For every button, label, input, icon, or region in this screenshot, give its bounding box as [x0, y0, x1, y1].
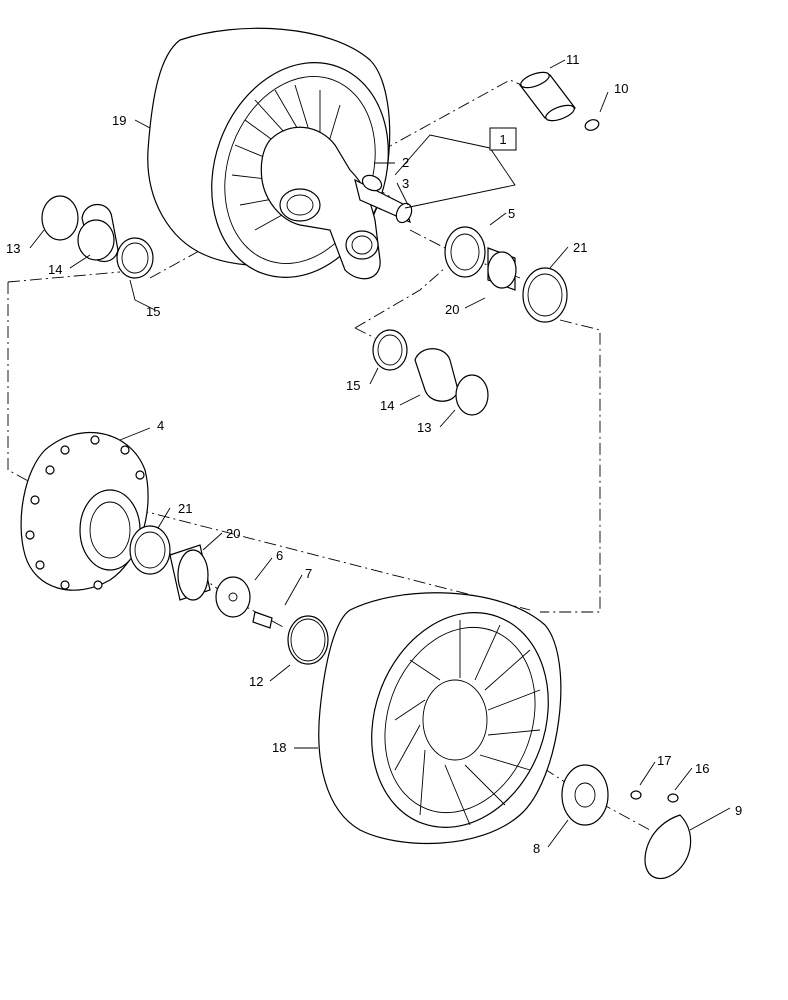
callout-box-1 [489, 127, 517, 151]
middle-bushing-group [372, 329, 489, 416]
leader-lines [29, 59, 731, 848]
axle-arm [260, 126, 413, 280]
snap-ring-9 [644, 814, 692, 880]
callout-5: 5 [508, 206, 515, 221]
plug-16 [667, 793, 679, 803]
o-ring-10 [584, 119, 600, 131]
callout-20-low: 20 [226, 526, 240, 541]
callout-1: 1 [499, 132, 506, 147]
callout-3: 3 [402, 176, 409, 191]
callout-21-low: 21 [178, 501, 192, 516]
callout-15-top: 15 [146, 304, 160, 319]
hub-4 [20, 432, 149, 591]
callout-14-top: 14 [48, 262, 62, 277]
callout-9: 9 [735, 803, 742, 818]
callout-6: 6 [276, 548, 283, 563]
callout-21-top: 21 [573, 240, 587, 255]
callout-18: 18 [272, 740, 286, 755]
callout-16: 16 [695, 761, 709, 776]
callout-11: 11 [566, 52, 580, 67]
callout-19: 19 [112, 113, 126, 128]
left-bushing-group [41, 195, 154, 279]
lower-bearing-group [129, 525, 329, 665]
callout-2: 2 [402, 155, 409, 170]
callout-12: 12 [249, 674, 263, 689]
callout-15-mid: 15 [346, 378, 360, 393]
callout-10: 10 [614, 81, 628, 96]
right-bearing-group [444, 226, 568, 323]
cap-8 [561, 764, 609, 826]
pin-11 [519, 71, 576, 122]
lower-wheel-spokes [394, 620, 541, 826]
callout-13-top: 13 [6, 241, 20, 256]
lower-wheel [318, 592, 562, 845]
plug-17 [630, 790, 642, 800]
callout-8: 8 [533, 841, 540, 856]
callout-7: 7 [305, 566, 312, 581]
callout-17: 17 [657, 753, 671, 768]
callout-14-mid: 14 [380, 398, 394, 413]
callout-13-mid: 13 [417, 420, 431, 435]
callout-4: 4 [157, 418, 164, 433]
callout-20-top: 20 [445, 302, 459, 317]
callout-labels: 1 2 3 4 5 6 7 8 9 10 11 12 13 13 14 14 1… [6, 52, 742, 856]
